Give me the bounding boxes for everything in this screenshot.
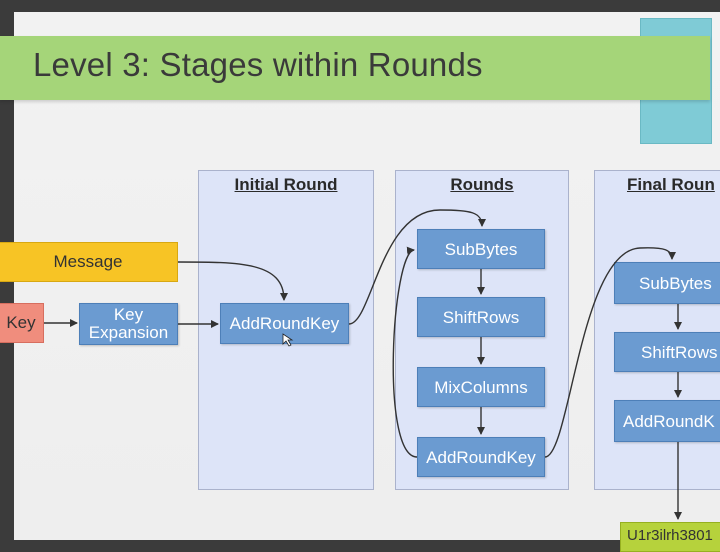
rounds-addroundkey-box: AddRoundKey	[417, 437, 545, 477]
rounds-shiftrows-label: ShiftRows	[442, 307, 520, 327]
key-box: Key	[0, 303, 44, 343]
final-shiftrows-label: ShiftRows	[641, 342, 718, 362]
key-expansion-label: Key Expansion	[88, 305, 169, 342]
initial-addroundkey-label: AddRoundKey	[229, 314, 340, 333]
key-label: Key	[6, 313, 36, 332]
rounds-mixcolumns-label: MixColumns	[434, 377, 528, 397]
final-shiftrows-box: ShiftRows	[614, 332, 720, 372]
rounds-addroundkey-label: AddRoundKey	[426, 447, 536, 467]
final-subbytes-box: SubBytes	[614, 262, 720, 304]
rounds-mixcolumns-box: MixColumns	[417, 367, 545, 407]
rounds-subbytes-label: SubBytes	[444, 239, 518, 259]
final-subbytes-label: SubBytes	[639, 273, 712, 293]
initial-addroundkey-box: AddRoundKey	[220, 303, 349, 344]
rounds-shiftrows-box: ShiftRows	[417, 297, 545, 337]
message-box: Message	[0, 242, 178, 282]
rounds-subbytes-box: SubBytes	[417, 229, 545, 269]
rounds-title: Rounds	[450, 175, 514, 194]
ciphertext-output-label: U1r3ilrh3801	[627, 527, 713, 544]
final-addroundkey-box: AddRoundK	[614, 400, 720, 442]
slide-title: Level 3: Stages within Rounds	[33, 46, 483, 83]
key-expansion-box: Key Expansion	[79, 303, 178, 345]
message-label: Message	[53, 252, 123, 271]
ciphertext-output-box: U1r3ilrh3801	[620, 522, 720, 552]
title-bar	[0, 36, 710, 100]
final-addroundkey-label: AddRoundK	[623, 411, 715, 431]
initial-round-title: Initial Round	[234, 175, 338, 194]
final-round-title: Final Roun	[627, 175, 715, 194]
final-round-panel: Final Roun	[594, 170, 720, 490]
